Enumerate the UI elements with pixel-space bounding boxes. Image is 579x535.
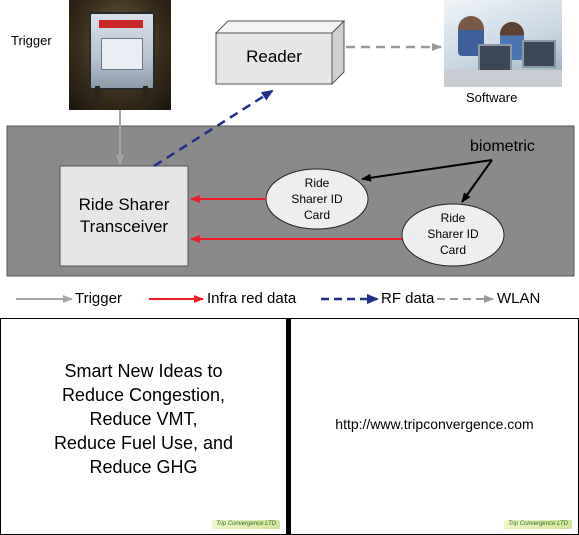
biometric-arrow-2 xyxy=(461,159,493,203)
transceiver-label-line-1: Ride Sharer xyxy=(78,195,170,214)
slide-right: http://www.tripconvergence.com Trip Conv… xyxy=(290,318,579,535)
id-card-2-ellipse xyxy=(401,203,505,267)
trigger-device-leg-right xyxy=(143,86,148,110)
id-card-2-line-3: Card xyxy=(439,243,466,257)
slide-right-logo: Trip Convergence LTD xyxy=(504,520,572,529)
slide-left-line-1: Smart New Ideas to xyxy=(64,361,223,381)
transceiver-label: Ride Sharer Transceiver xyxy=(60,194,188,238)
reader-box xyxy=(214,19,346,86)
id-card-1-line-1: Ride xyxy=(304,176,330,190)
biometric-label: biometric xyxy=(470,138,535,155)
legend-wlan-label: WLAN xyxy=(497,290,541,307)
id-card-1-label: Ride Sharer ID Card xyxy=(266,175,368,223)
id-card-2-label: Ride Sharer ID Card xyxy=(402,210,504,258)
slide-left-line-4: Reduce Fuel Use, and xyxy=(53,433,234,453)
id-card-2-line-1: Ride xyxy=(440,211,466,225)
trigger-device-header xyxy=(99,20,143,28)
slide-left: Smart New Ideas to Reduce Congestion, Re… xyxy=(0,318,287,535)
id-card-1-line-3: Card xyxy=(303,208,330,222)
transceiver-box xyxy=(59,165,189,267)
software-image xyxy=(444,0,562,87)
reader-label: Reader xyxy=(246,47,302,66)
diagram-canvas xyxy=(6,19,575,304)
slide-left-text: Smart New Ideas to Reduce Congestion, Re… xyxy=(1,359,286,479)
slide-divider xyxy=(286,318,290,535)
slide-right-url[interactable]: http://www.tripconvergence.com xyxy=(335,416,534,432)
software-monitor-2 xyxy=(522,40,556,68)
transceiver-label-line-2: Transceiver xyxy=(79,217,169,236)
software-label: Software xyxy=(466,90,518,105)
software-desk xyxy=(444,70,562,87)
legend-rf-label: RF data xyxy=(381,290,435,307)
slide-left-logo: Trip Convergence LTD xyxy=(212,520,280,529)
legend-trigger-label: Trigger xyxy=(75,290,122,307)
trigger-device-image xyxy=(69,0,171,110)
trigger-device-leg-left xyxy=(95,86,100,110)
biometric-arrow-1 xyxy=(361,159,493,182)
slide-left-line-5: Reduce GHG xyxy=(89,457,198,477)
trigger-device-screen xyxy=(101,38,143,70)
software-monitor-1 xyxy=(478,44,512,72)
legend-infrared-label: Infra red data xyxy=(207,290,297,307)
slide-left-line-3: Reduce VMT, xyxy=(89,409,198,429)
trigger-label: Trigger xyxy=(11,33,52,48)
rf-data-arrow xyxy=(153,89,274,168)
id-card-2-line-2: Sharer ID xyxy=(427,227,479,241)
trigger-device-body xyxy=(89,12,155,90)
id-card-1-line-2: Sharer ID xyxy=(291,192,343,206)
slide-left-line-2: Reduce Congestion, xyxy=(61,385,226,405)
